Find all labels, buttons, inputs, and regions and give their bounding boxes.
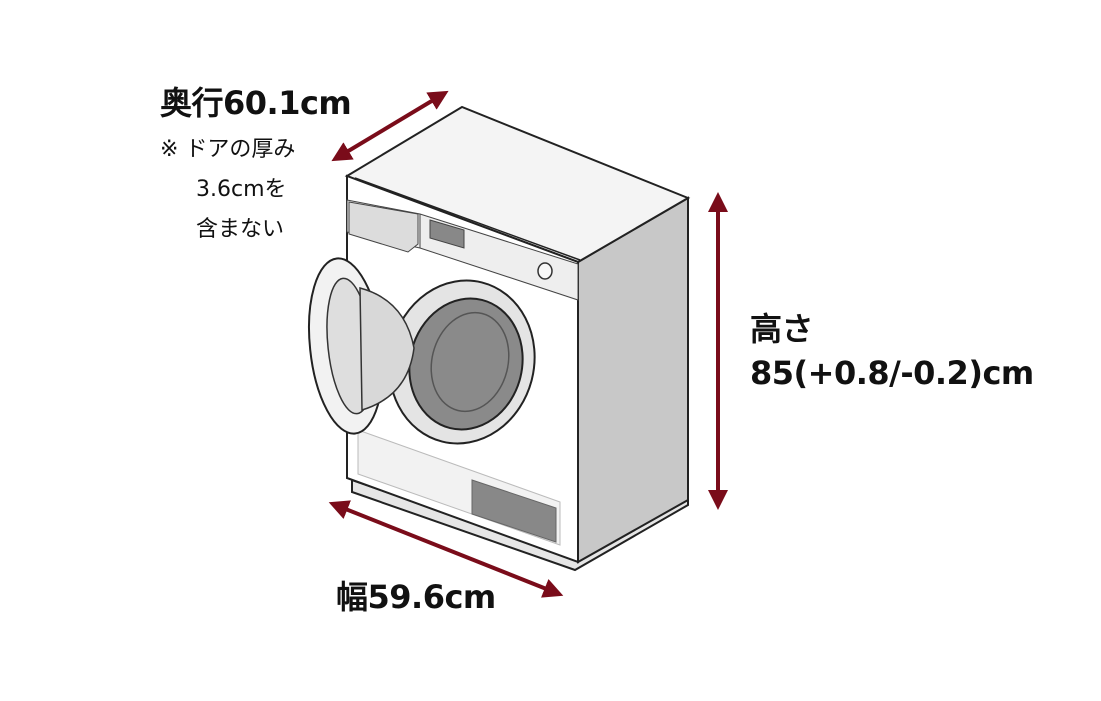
control-dial-icon xyxy=(537,262,553,280)
detergent-drawer xyxy=(348,201,419,253)
depth-label: 奥行60.1cm xyxy=(160,84,352,122)
width-arrow xyxy=(328,500,564,598)
depth-arrow xyxy=(331,90,449,162)
depth-note-line3: 含まない xyxy=(196,217,285,242)
door-glass xyxy=(359,287,415,412)
width-label: 幅59.6cm xyxy=(336,578,496,616)
height-value: 85(+0.8/-0.2)cm xyxy=(750,354,1034,392)
height-label: 高さ xyxy=(750,310,814,348)
depth-note-line2: 3.6cmを xyxy=(196,177,287,202)
display-panel xyxy=(429,219,465,249)
depth-note-line1: ※ ドアの厚み xyxy=(160,137,296,162)
